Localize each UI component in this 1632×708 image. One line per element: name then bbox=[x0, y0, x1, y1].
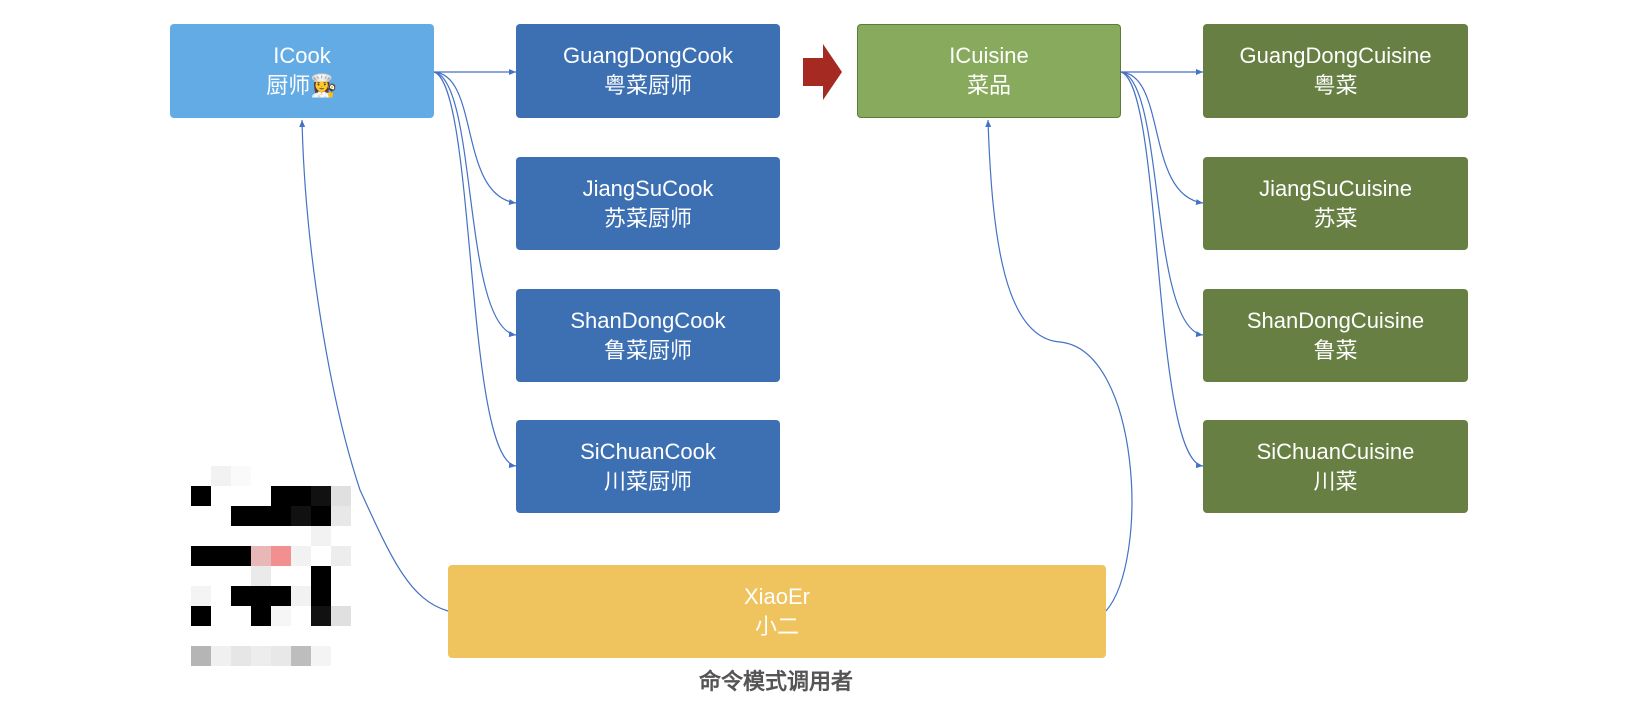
shandong-cuisine-name: ShanDongCuisine bbox=[1246, 307, 1425, 333]
jiangsu-cook-box[interactable]: JiangSuCook 苏菜厨师 bbox=[516, 157, 780, 250]
icook-name: ICook bbox=[273, 43, 331, 68]
diagram-caption: 命令模式调用者 bbox=[698, 670, 853, 695]
sichuan-cuisine-box[interactable]: SiChuanCuisine 川菜 bbox=[1203, 420, 1468, 513]
sichuan-cook-label: 川菜厨师 bbox=[603, 468, 692, 494]
sichuan-cuisine-label: 川菜 bbox=[1313, 468, 1358, 494]
xiaoer-box[interactable]: XiaoEr 小二 bbox=[448, 565, 1106, 658]
jiangsu-cook-name: JiangSuCook bbox=[582, 175, 714, 201]
connector-icook-jiangsu bbox=[433, 71, 517, 206]
guangdong-cuisine-box[interactable]: GuangDongCuisine 粤菜 bbox=[1203, 24, 1468, 118]
connector-icuisine-shandong bbox=[1120, 71, 1204, 338]
shandong-cook-name: ShanDongCook bbox=[570, 307, 726, 333]
shandong-cook-box[interactable]: ShanDongCook 鲁菜厨师 bbox=[516, 289, 780, 382]
jiangsu-cuisine-label: 苏菜 bbox=[1313, 205, 1358, 231]
guangdong-cook-name: GuangDongCook bbox=[562, 43, 733, 68]
right-arrow-icon bbox=[803, 44, 842, 100]
connector-xiaoer-icuisine bbox=[985, 119, 1133, 612]
guangdong-cuisine-name: GuangDongCuisine bbox=[1239, 43, 1432, 68]
icook-box[interactable]: ICook 厨师👩‍🍳 bbox=[170, 24, 434, 118]
jiangsu-cook-label: 苏菜厨师 bbox=[603, 205, 692, 231]
guangdong-cuisine-label: 粤菜 bbox=[1313, 73, 1358, 98]
icuisine-box[interactable]: ICuisine 菜品 bbox=[857, 24, 1121, 118]
connector-icuisine-jiangsu bbox=[1120, 71, 1204, 206]
icuisine-label: 菜品 bbox=[966, 73, 1011, 98]
connector-xiaoer-icook bbox=[299, 119, 449, 612]
icook-label: 厨师👩‍🍳 bbox=[266, 73, 338, 98]
shandong-cuisine-label: 鲁菜 bbox=[1313, 337, 1358, 363]
connector-icook-sichuan bbox=[433, 71, 517, 469]
xiaoer-label: 小二 bbox=[754, 613, 799, 639]
xiaoer-name: XiaoEr bbox=[743, 583, 811, 609]
sichuan-cook-box[interactable]: SiChuanCook 川菜厨师 bbox=[516, 420, 780, 513]
connector-icook-shandong bbox=[433, 71, 517, 338]
jiangsu-cuisine-box[interactable]: JiangSuCuisine 苏菜 bbox=[1203, 157, 1468, 250]
connector-icuisine-sichuan bbox=[1120, 71, 1204, 469]
qr-code-icon bbox=[191, 466, 391, 676]
jiangsu-cuisine-name: JiangSuCuisine bbox=[1259, 175, 1412, 201]
guangdong-cook-box[interactable]: GuangDongCook 粤菜厨师 bbox=[516, 24, 780, 118]
shandong-cuisine-box[interactable]: ShanDongCuisine 鲁菜 bbox=[1203, 289, 1468, 382]
shandong-cook-label: 鲁菜厨师 bbox=[603, 337, 692, 363]
sichuan-cuisine-name: SiChuanCuisine bbox=[1256, 438, 1415, 464]
sichuan-cook-name: SiChuanCook bbox=[580, 438, 716, 464]
guangdong-cook-label: 粤菜厨师 bbox=[603, 73, 692, 98]
icuisine-name: ICuisine bbox=[949, 43, 1029, 68]
